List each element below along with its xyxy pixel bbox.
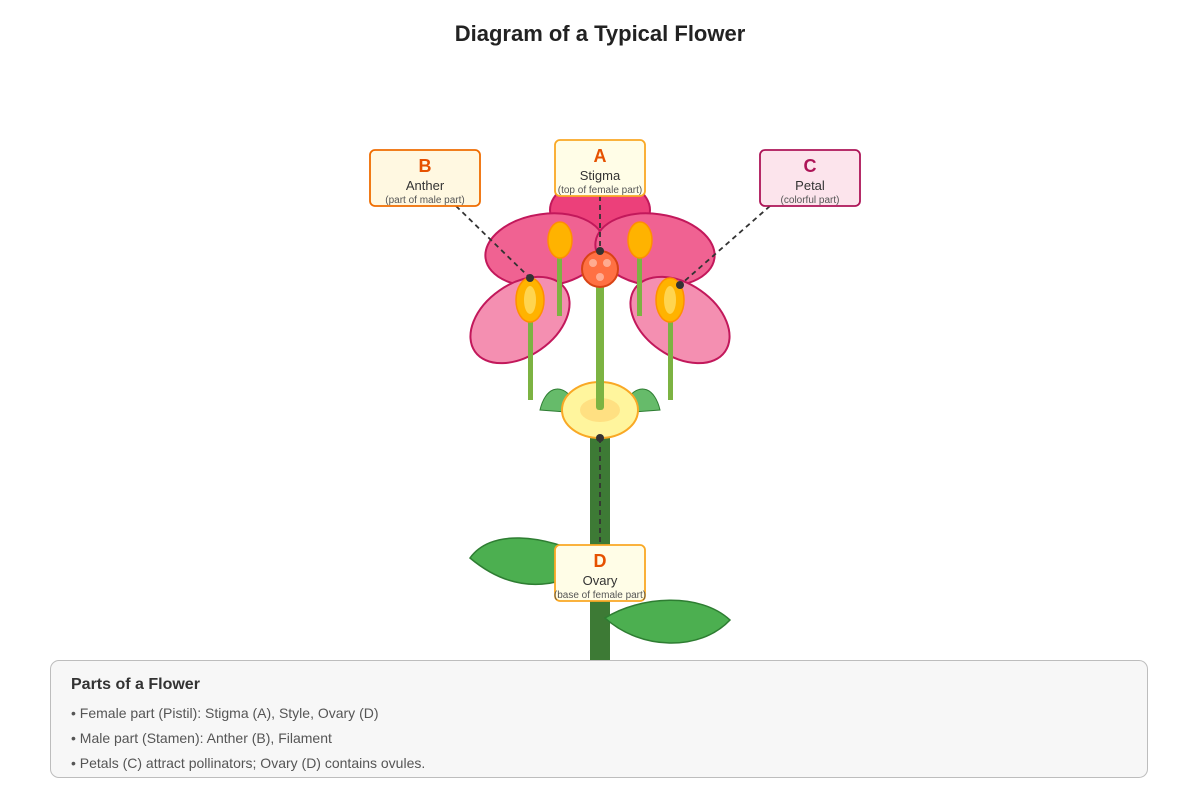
pointer-dot [596, 434, 604, 442]
label-box [369, 149, 481, 207]
legend-panel: Parts of a Flower • Female part (Pistil)… [50, 660, 1148, 778]
label-subtext: (colorful part) [781, 195, 840, 206]
style [596, 282, 604, 410]
label-c: C Petal (colorful part) [759, 149, 861, 207]
stigma-dot [589, 259, 597, 267]
label-name: Ovary [583, 573, 618, 588]
page-title: Diagram of a Typical Flower [455, 21, 746, 46]
legend-item: • Petals (C) attract pollinators; Ovary … [71, 755, 426, 771]
pointer-dot [526, 274, 534, 282]
filament [637, 250, 642, 316]
label-box [554, 139, 646, 197]
anther [627, 221, 653, 259]
pointer-dot [596, 247, 604, 255]
lower-left-petal [469, 275, 571, 365]
legend-item: • Female part (Pistil): Stigma (A), Styl… [71, 705, 379, 721]
label-subtext: (part of male part) [385, 195, 464, 206]
stigma-dot [603, 259, 611, 267]
label-subtext: (top of female part) [558, 185, 642, 196]
stigma [581, 250, 619, 288]
label-name: Anther [406, 178, 445, 193]
right-leaf [603, 599, 732, 644]
filament [528, 310, 533, 400]
anther-highlight [524, 286, 536, 314]
label-subtext: (base of female part) [554, 590, 646, 601]
anther [547, 221, 573, 259]
label-d: D Ovary (base of female part) [554, 544, 646, 602]
label-letter: D [594, 551, 607, 571]
label-box [759, 149, 861, 207]
label-letter: A [594, 146, 607, 166]
label-a: A Stigma (top of female part) [554, 139, 646, 197]
label-letter: C [804, 156, 817, 176]
legend-item: • Male part (Stamen): Anther (B), Filame… [71, 730, 332, 746]
pointer-dot [676, 281, 684, 289]
label-b: B Anther (part of male part) [369, 149, 481, 207]
label-letter: B [419, 156, 432, 176]
stigma-dot [596, 273, 604, 281]
leader-line-c [679, 205, 771, 286]
filament [668, 310, 673, 400]
label-box [554, 544, 646, 602]
label-name: Stigma [580, 168, 621, 183]
label-name: Petal [795, 178, 825, 193]
anther-highlight [664, 286, 676, 314]
legend-title: Parts of a Flower [71, 676, 200, 693]
lower-right-petal [629, 275, 731, 365]
filament [557, 250, 562, 316]
